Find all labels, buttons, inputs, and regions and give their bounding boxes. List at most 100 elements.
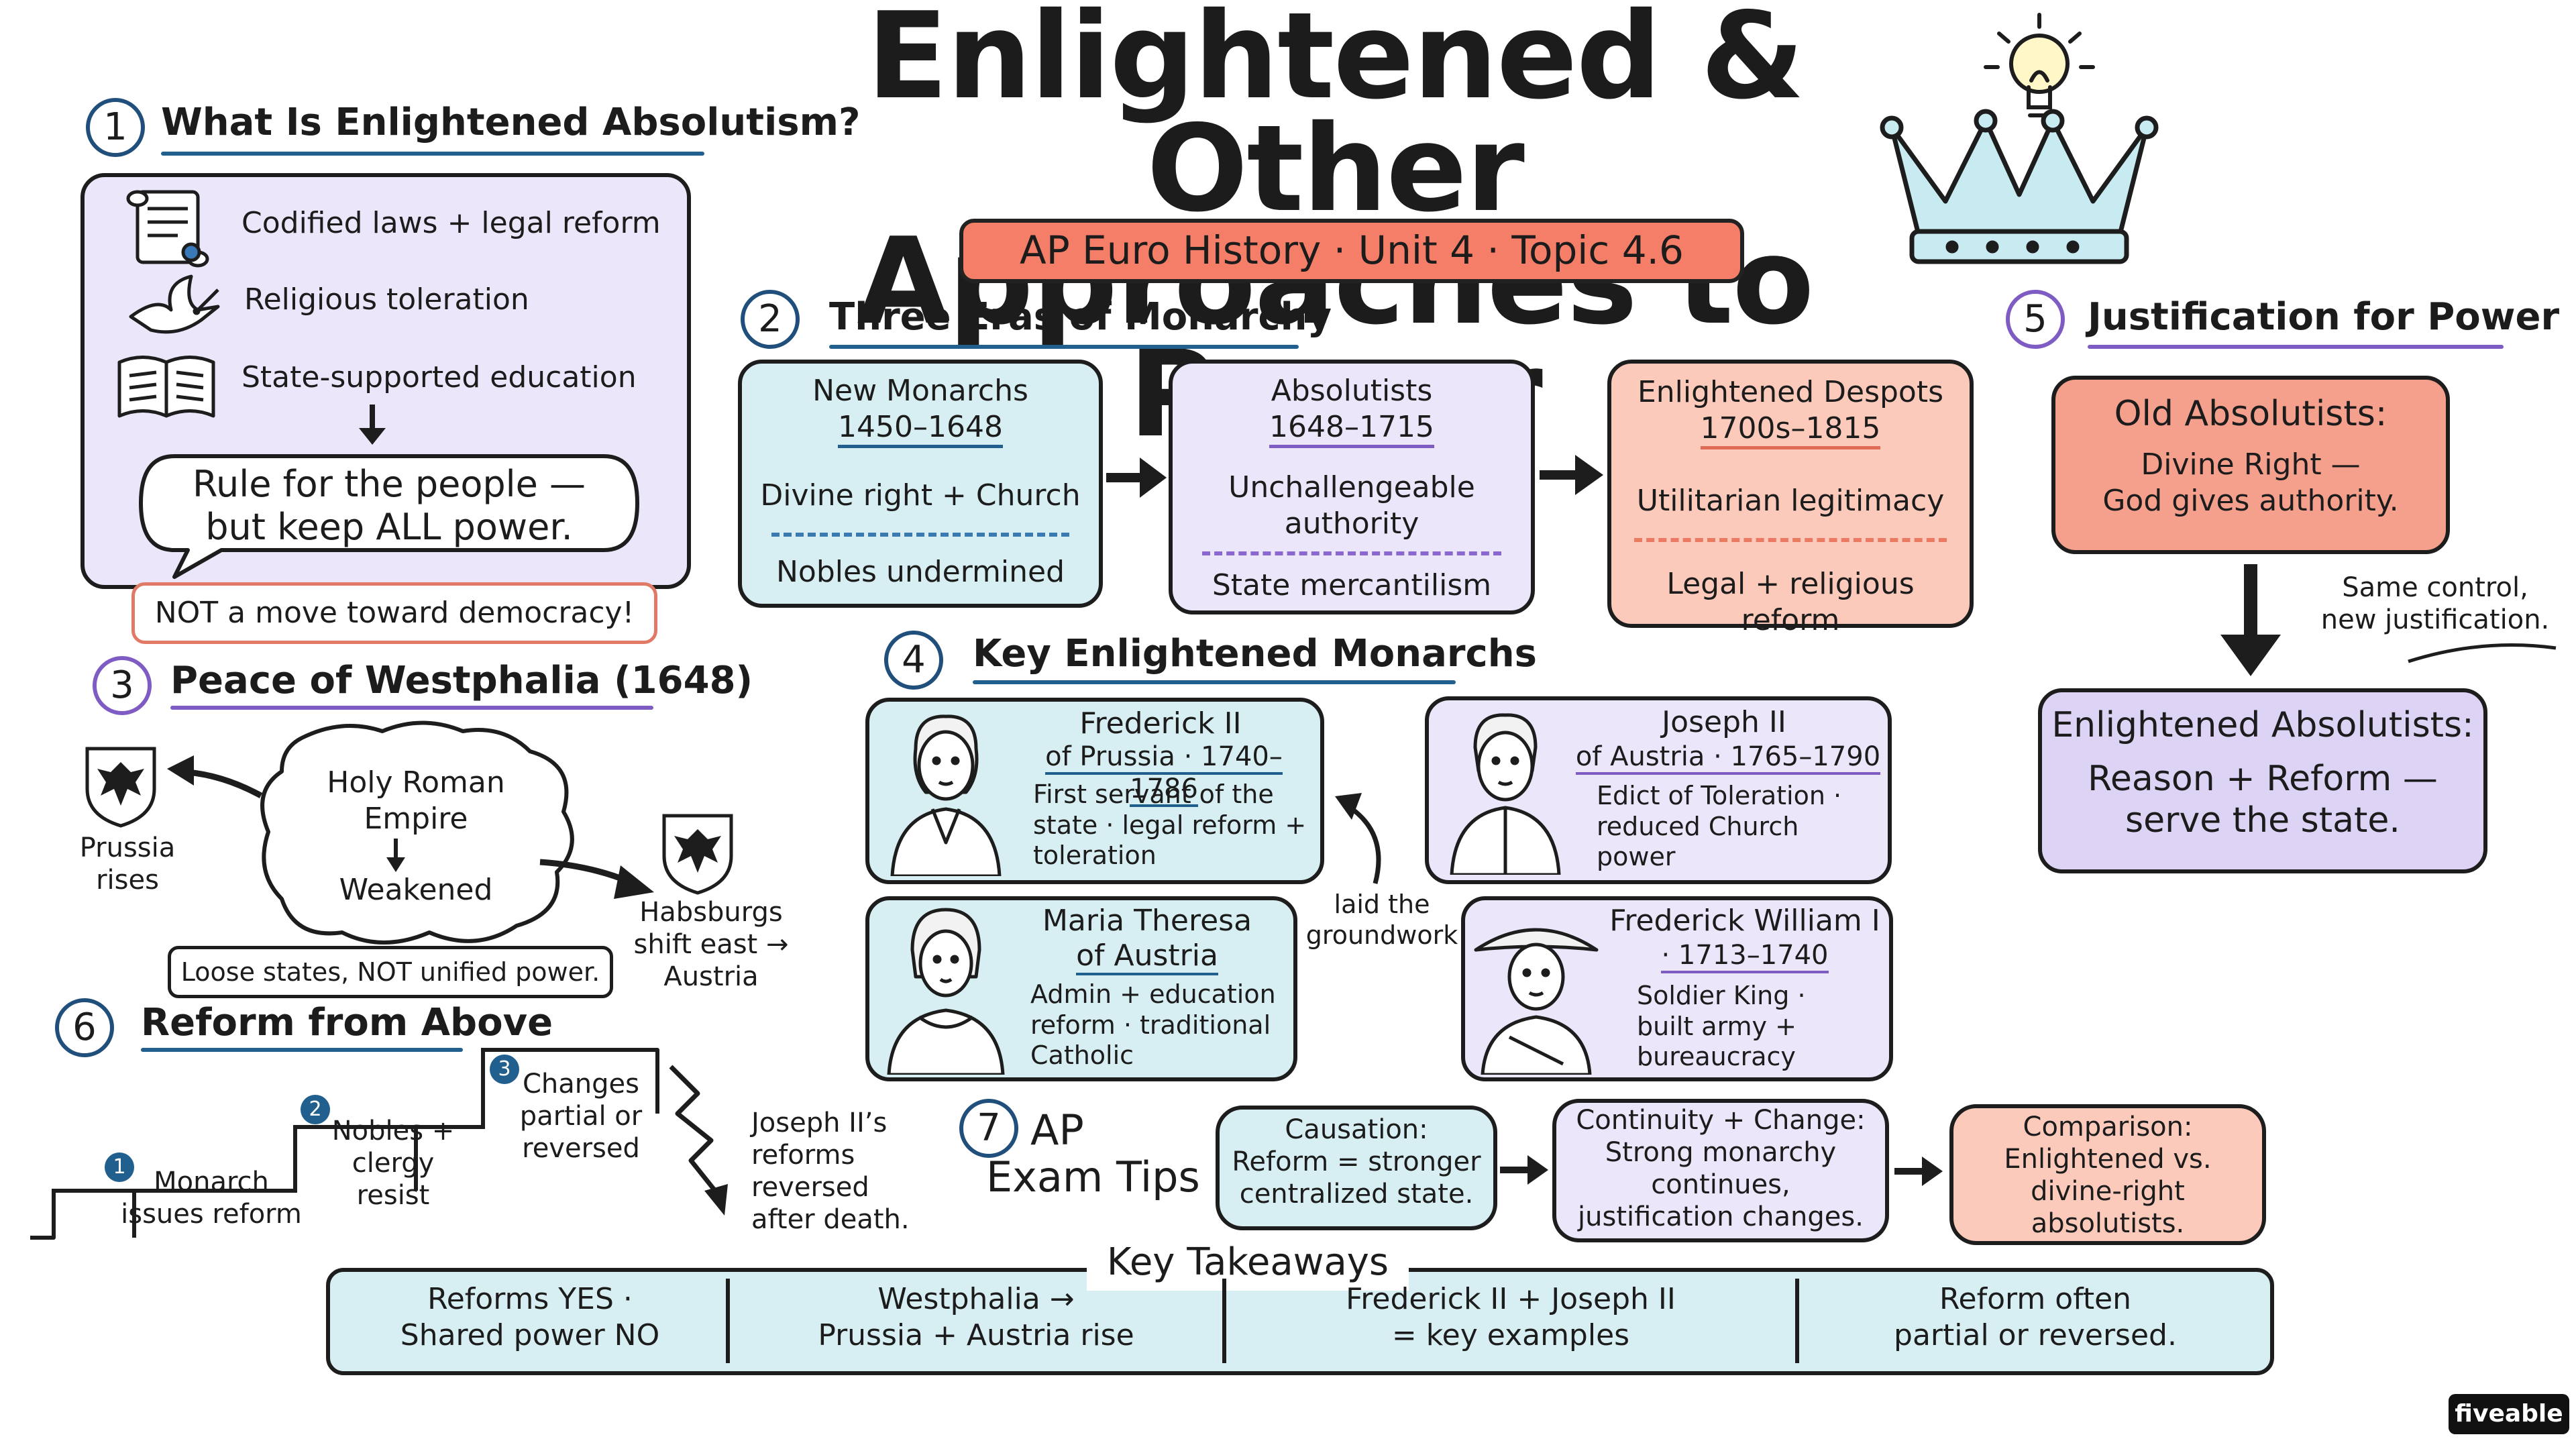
note-line: Same control, (2342, 572, 2528, 603)
groundwork-line: laid the (1334, 890, 1430, 919)
step-line: reversed (522, 1133, 640, 1164)
section1-title: What Is Enlightened Absolutism? (161, 101, 861, 144)
joseph-line: reforms (751, 1140, 855, 1171)
era-divider (771, 533, 1069, 537)
tip-line: justification changes. (1578, 1201, 1864, 1232)
section2-underline (829, 345, 1299, 349)
tip-line: Strong monarchy (1605, 1137, 1837, 1168)
portrait-maria-theresa (887, 908, 1005, 1075)
section4-underline (973, 680, 1456, 684)
takeaway-divider (726, 1279, 730, 1363)
step-line: Monarch (154, 1167, 269, 1197)
monarch-name: Maria Theresa (1042, 904, 1252, 938)
old-absolutists-text: Divine Right — God gives authority. (2058, 447, 2443, 519)
step-line: Changes (523, 1069, 639, 1099)
eagle-shield-icon (85, 747, 156, 828)
era-divider (1202, 551, 1501, 555)
monarch-name: Joseph II (1662, 705, 1786, 739)
takeaways-title: Key Takeaways (1087, 1234, 1409, 1291)
monarch-desc: Admin + education reform · traditional C… (1030, 979, 1285, 1071)
section1-number: 1 (86, 98, 145, 157)
takeaway-line: = key examples (1391, 1318, 1630, 1352)
enlightened-absolutists-card (2038, 688, 2487, 873)
monarch-dates: of Prussia · 1740–1786 (1045, 741, 1283, 807)
habsburgs-line: Austria (663, 961, 759, 992)
staircase-diagram (30, 1048, 659, 1240)
section7-number: 7 (959, 1099, 1018, 1158)
hre-map-blob (260, 720, 574, 945)
era-name: Absolutists 1648–1715 (1175, 373, 1528, 449)
book-icon (117, 356, 215, 418)
tip-line: Comparison: (2023, 1112, 2193, 1142)
section3-title: Peace of Westphalia (1648) (170, 659, 753, 702)
speech-bubble (139, 454, 639, 579)
takeaway-item: Westphalia → Prussia + Austria rise (731, 1281, 1221, 1353)
habsburgs-line: Habsburgs (639, 897, 783, 928)
desc-line: reduced Church (1597, 811, 1799, 841)
section5-title: Justification for Power (2088, 295, 2560, 339)
section3-number: 3 (93, 656, 152, 715)
subtitle-banner: AP Euro History · Unit 4 · Topic 4.6 (959, 219, 1744, 283)
desc-line: First servant of the (1033, 780, 1274, 809)
down-arrow-icon (359, 405, 386, 445)
era-name: Enlightened Despots 1700s–1815 (1614, 374, 1967, 450)
desc-line: power (1597, 842, 1676, 872)
old-absolutists-title: Old Absolutists: (2114, 394, 2387, 434)
era-title: Enlightened Despots (1637, 375, 1944, 409)
section3-underline (170, 706, 653, 710)
monarch-sub: of Austria · 1765–1790 (1574, 741, 1882, 775)
joseph-line: Joseph II’s (751, 1108, 888, 1138)
desc-line: Catholic (1030, 1040, 1134, 1071)
tip-text: Comparison: Enlightened vs. divine-right… (1956, 1111, 2259, 1240)
tip-line: divine-right (2031, 1176, 2185, 1207)
section7-title-line2: Exam Tips (986, 1152, 1200, 1201)
down-arrow-icon (2220, 564, 2281, 676)
old-line: Divine Right — (2141, 447, 2361, 482)
down-arrow-icon (386, 839, 405, 872)
left-arrow-icon (167, 755, 263, 798)
dove-icon (129, 274, 220, 334)
new-line: Reason + Reform — (2088, 759, 2438, 799)
takeaway-line: Reforms YES · (427, 1282, 633, 1316)
right-arrow-icon (539, 859, 654, 899)
section5-underline (2088, 345, 2504, 349)
era-divider (1634, 538, 1947, 542)
hre-label: Holy Roman Empire (282, 765, 550, 837)
desc-line: toleration (1033, 841, 1157, 871)
tip-line: absolutists. (2031, 1208, 2185, 1239)
step-line: partial or (519, 1101, 643, 1132)
zigzag-down-arrow-icon (669, 1065, 728, 1216)
step-label: Nobles + clergy resist (319, 1115, 467, 1212)
right-arrow-icon (1540, 455, 1603, 495)
takeaway-item: Frederick II + Joseph II = key examples (1228, 1281, 1794, 1353)
joseph-line: reversed (751, 1172, 869, 1203)
tip-line: Enlightened vs. (2004, 1144, 2212, 1175)
scroll-icon (126, 190, 209, 268)
section2-number: 2 (741, 290, 800, 349)
section4-title: Key Enlightened Monarchs (973, 632, 1537, 676)
section1-item-text: Codified laws + legal reform (241, 206, 661, 240)
hre-line: Empire (364, 801, 468, 836)
bubble-line: Rule for the people — (192, 463, 586, 505)
fiveable-logo[interactable]: fiveable (2449, 1394, 2569, 1434)
era-name: New Monarchs 1450–1648 (745, 373, 1096, 449)
section1-note: NOT a move toward democracy! (131, 582, 657, 644)
joseph-reversal-note: Joseph II’s reforms reversed after death… (751, 1107, 966, 1236)
section6-title: Reform from Above (141, 1001, 553, 1044)
weakened-label: Weakened (339, 873, 493, 907)
era-dates: 1450–1648 (838, 409, 1003, 449)
portrait-joseph-ii (1450, 713, 1561, 875)
subtitle-text: AP Euro History · Unit 4 · Topic 4.6 (1020, 227, 1684, 273)
desc-line: Edict of Toleration · (1597, 781, 1842, 810)
monarch-dates: of Austria · 1765–1790 (1575, 741, 1881, 775)
takeaway-item: Reform often partial or reversed. (1801, 1281, 2270, 1353)
prussia-line: rises (96, 865, 159, 896)
desc-line: reform · traditional (1030, 1010, 1271, 1040)
monarch-dates: · 1713–1740 (1661, 940, 1829, 973)
groundwork-label: laid the groundwork (1301, 890, 1462, 951)
takeaway-line: Prussia + Austria rise (818, 1318, 1134, 1352)
tip-card-causation (1216, 1106, 1497, 1230)
takeaway-line: Westphalia → (877, 1282, 1075, 1316)
tip-line: centralized state. (1239, 1179, 1474, 1210)
tip-line: Reform = stronger (1232, 1146, 1481, 1177)
